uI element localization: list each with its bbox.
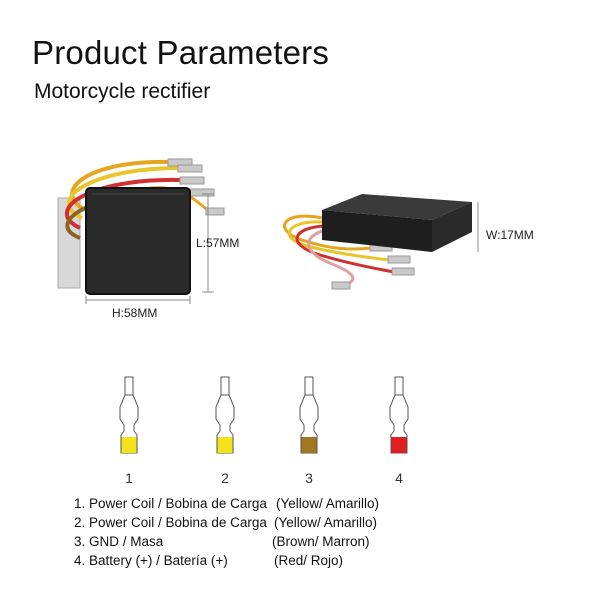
connector-number: 2 (221, 470, 229, 486)
legend-color: (Red/ Rojo) (274, 553, 344, 568)
dimension-height: H:58MM (112, 306, 158, 320)
connector-icon (389, 376, 409, 454)
page-subtitle: Motorcycle rectifier (34, 80, 211, 103)
dimension-length: L:57MM (196, 236, 240, 250)
rectifier-front-image (57, 158, 225, 304)
connector-number: 3 (305, 470, 313, 486)
legend-label: 3. GND / Masa (74, 534, 164, 549)
connector-icon (119, 376, 139, 454)
connector-number: 1 (125, 470, 133, 486)
page-title: Product Parameters (32, 34, 330, 71)
legend-label: 2. Power Coil / Bobina de Carga (74, 515, 267, 530)
legend-label: 4. Battery (+) / Batería (+) (74, 553, 228, 568)
legend-color: (Yellow/ Amarillo) (274, 515, 378, 530)
legend-color: (Brown/ Marron) (272, 534, 370, 549)
dimension-width: W:17MM (486, 228, 534, 242)
connector-icon (299, 376, 319, 454)
connector-icon (215, 376, 235, 454)
connector-number: 4 (395, 470, 403, 486)
rectifier-side-image (283, 194, 479, 290)
legend-label: 1. Power Coil / Bobina de Carga (74, 496, 267, 511)
legend-color: (Yellow/ Amarillo) (276, 496, 380, 511)
